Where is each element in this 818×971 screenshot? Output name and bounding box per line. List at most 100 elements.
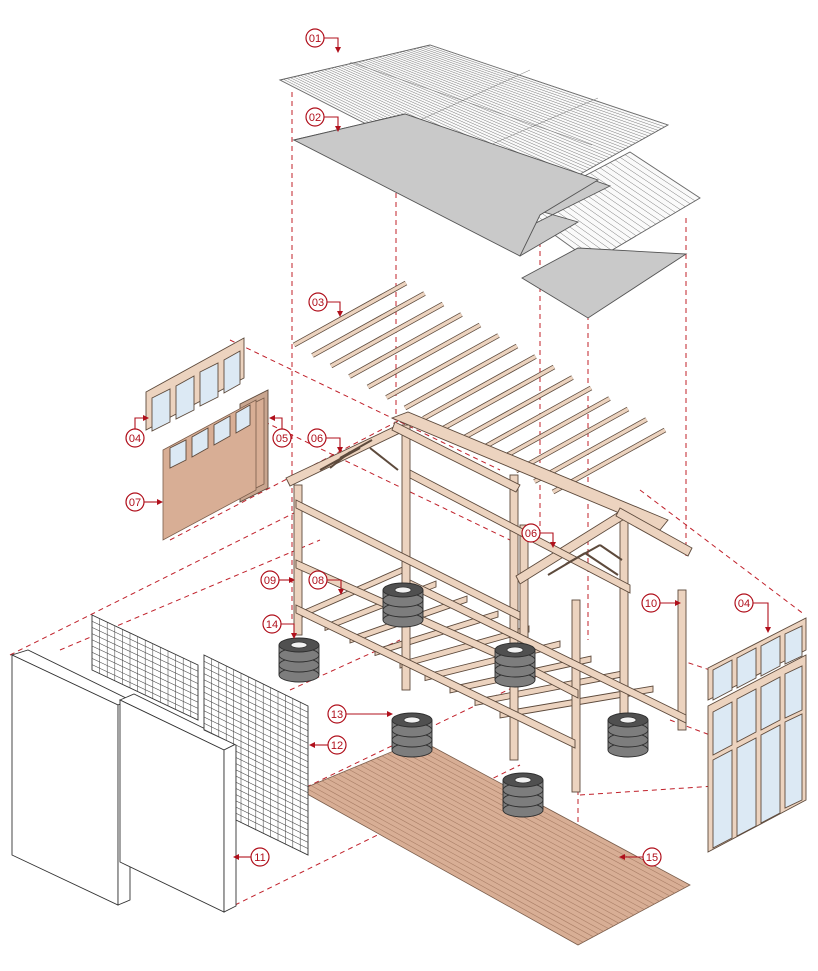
roof-rib — [348, 63, 591, 169]
callout-05-text: 05 — [276, 433, 288, 445]
floor-joist — [399, 625, 530, 669]
lattice-slat — [235, 769, 309, 806]
roof-rib — [594, 170, 666, 219]
callout-06-top-text: 06 — [311, 433, 323, 445]
callout-08-text: 08 — [312, 575, 324, 587]
deck-board — [348, 769, 624, 921]
callout-04-right: 04 — [734, 593, 771, 633]
roof-rib — [423, 46, 662, 129]
callout-11: 11 — [233, 847, 270, 867]
lattice-slat — [235, 751, 309, 787]
purlin-fill — [293, 281, 407, 347]
lattice-slat — [91, 639, 199, 691]
deck-board — [414, 742, 686, 888]
deck-board — [310, 785, 589, 940]
roof-rib — [354, 62, 597, 166]
roof-rib — [599, 167, 671, 216]
tire-stack — [391, 712, 433, 758]
lattice-slat — [203, 704, 309, 756]
callout-01-text: 01 — [309, 33, 321, 45]
callout-07-text: 07 — [129, 497, 141, 509]
roof-rib — [412, 48, 652, 135]
roof-rib — [426, 45, 665, 128]
purlin-fill — [348, 313, 463, 378]
roof-rib — [334, 67, 578, 177]
callout-04-right-text: 04 — [738, 598, 750, 610]
tire-stack — [382, 582, 424, 628]
roof-rib — [351, 63, 594, 168]
lattice-slat — [203, 698, 309, 750]
roof-rib — [389, 54, 630, 148]
callout-05: 05 — [269, 415, 292, 448]
roof-rib — [368, 59, 610, 158]
tire-hole — [619, 716, 637, 724]
solid-wall-panels — [10, 649, 238, 913]
deck-board — [327, 778, 604, 932]
callout-02: 02 — [305, 107, 341, 132]
lattice-slat — [203, 710, 309, 763]
wall-panel-left — [162, 399, 257, 541]
roof-rib — [406, 50, 646, 138]
purlin-fill — [311, 292, 426, 357]
callout-04-left-text: 04 — [129, 433, 141, 445]
callout-15: 15 — [619, 847, 662, 867]
callout-04-left: 04 — [125, 415, 149, 448]
deck-board — [359, 764, 635, 916]
lattice-slat — [235, 794, 309, 831]
tire-hole — [394, 586, 412, 594]
purlin-fill — [404, 344, 518, 410]
tire-stack — [494, 642, 536, 688]
lattice-slat — [203, 685, 309, 738]
roof-rib — [395, 52, 636, 144]
roof-rib — [371, 58, 613, 157]
callout-06-right-text: 06 — [525, 528, 537, 540]
callout-01: 01 — [305, 28, 341, 53]
callout-14-text: 14 — [266, 619, 278, 631]
callout-09-text: 09 — [264, 575, 276, 587]
roof-rib — [378, 56, 620, 153]
callout-09: 09 — [260, 570, 295, 590]
callout-12: 12 — [309, 735, 347, 755]
roof-underlay-sheet — [292, 113, 688, 319]
lattice-slat — [203, 660, 309, 713]
roof-rib — [365, 59, 607, 160]
roof-rib — [614, 159, 686, 207]
deck-board — [354, 767, 630, 918]
roof-rib — [416, 47, 656, 133]
lattice-slat — [203, 722, 309, 775]
purlin-fill — [515, 407, 629, 473]
deck-board — [316, 782, 594, 938]
lattice-slat — [235, 763, 309, 800]
roof-rib — [589, 172, 661, 222]
callout-07: 07 — [125, 492, 163, 512]
tire-hole — [290, 641, 308, 649]
lattice-slat — [235, 813, 309, 849]
tire-stack — [278, 637, 320, 683]
deck-board — [343, 771, 619, 924]
lattice-slat — [235, 788, 309, 825]
lattice-slat — [91, 620, 199, 672]
roof-rib — [604, 164, 676, 213]
callout-06-top: 06 — [307, 428, 343, 453]
purlin-fill — [330, 302, 444, 368]
roof-rib — [375, 57, 617, 155]
callout-10: 10 — [641, 593, 681, 613]
lattice-slat — [203, 729, 309, 781]
tire-hole — [514, 776, 532, 784]
tire-foundations — [278, 582, 649, 818]
deck-board — [370, 760, 645, 910]
lattice-slat — [235, 757, 309, 794]
deck-board — [376, 757, 650, 908]
tire-stack — [607, 712, 649, 758]
callout-14: 14 — [262, 614, 297, 639]
roof-rib — [402, 51, 643, 140]
roof-rib — [429, 44, 669, 126]
roof-rib — [624, 154, 696, 202]
lattice-slat — [235, 775, 309, 812]
callout-13: 13 — [327, 704, 393, 724]
roof-rib — [341, 65, 584, 173]
roof-rib — [361, 60, 604, 162]
roof-rib — [609, 162, 681, 210]
window-frame-left — [145, 337, 245, 432]
